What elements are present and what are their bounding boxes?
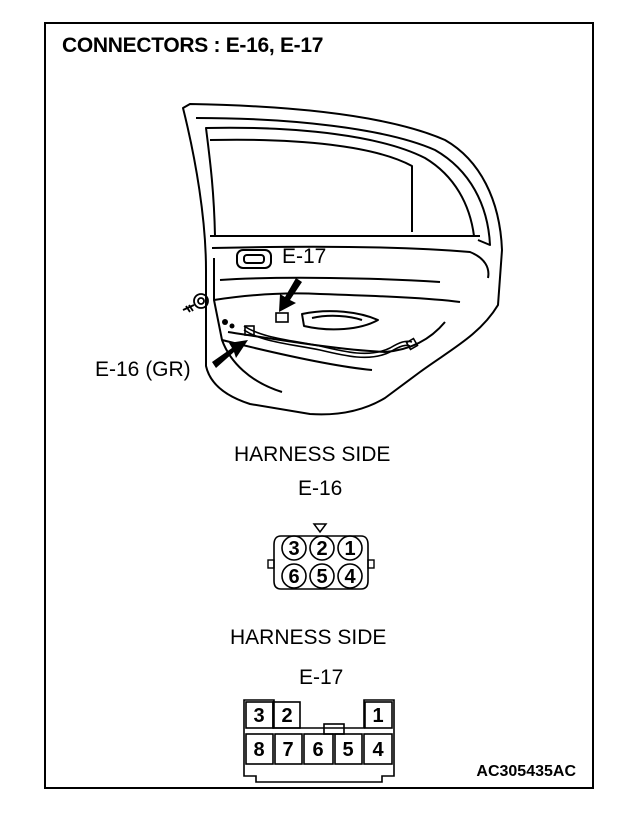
diagram-title: CONNECTORS : E-16, E-17: [62, 34, 324, 57]
e16-pin-5: 5: [316, 566, 327, 588]
e16-pin-3: 3: [288, 538, 299, 560]
e17-pin-2: 2: [281, 705, 292, 727]
e16-pin-6: 6: [288, 566, 299, 588]
e16-pin-circle-5: [309, 563, 335, 589]
e17-cell-6: [303, 733, 334, 765]
e17-cell-7: [274, 733, 303, 765]
e17-pin-6: 6: [312, 739, 323, 761]
e16-pin-circle-6: [281, 563, 307, 589]
e17-cell-1: [364, 701, 393, 729]
e17-lock-tab: [323, 723, 345, 735]
e17-pin-3: 3: [253, 705, 264, 727]
e17-pin-5: 5: [342, 739, 353, 761]
e16-pin-4: 4: [344, 566, 356, 588]
e17-cell-5: [334, 733, 363, 765]
e16-harness-side-label: HARNESS SIDE: [234, 443, 391, 466]
e16-housing: [273, 535, 369, 590]
e16-pin-circle-2: [309, 535, 335, 561]
e16-pin-circle-3: [281, 535, 307, 561]
e16-pin-circle-4: [337, 563, 363, 589]
e17-cell-2: [272, 701, 301, 729]
label-e16-gr: E-16 (GR): [95, 358, 191, 381]
e17-pin-4: 4: [372, 739, 384, 761]
e17-pin-1: 1: [372, 705, 383, 727]
reference-code: AC305435AC: [476, 763, 576, 780]
diagram-frame: [44, 22, 594, 789]
e16-pin-circle-1: [337, 535, 363, 561]
e17-pin-7: 7: [282, 739, 293, 761]
e16-pin-1: 1: [344, 538, 355, 560]
e17-cell-8: [245, 733, 274, 765]
e17-connector-name: E-17: [299, 666, 344, 689]
e16-pin-2: 2: [316, 538, 327, 560]
e16-lock-triangle: [312, 523, 328, 534]
e17-pin-8: 8: [253, 739, 264, 761]
e17-cell-4: [363, 733, 393, 765]
e16-connector-name: E-16: [298, 477, 343, 500]
label-e17: E-17: [282, 245, 327, 268]
e17-harness-side-label: HARNESS SIDE: [230, 626, 387, 649]
